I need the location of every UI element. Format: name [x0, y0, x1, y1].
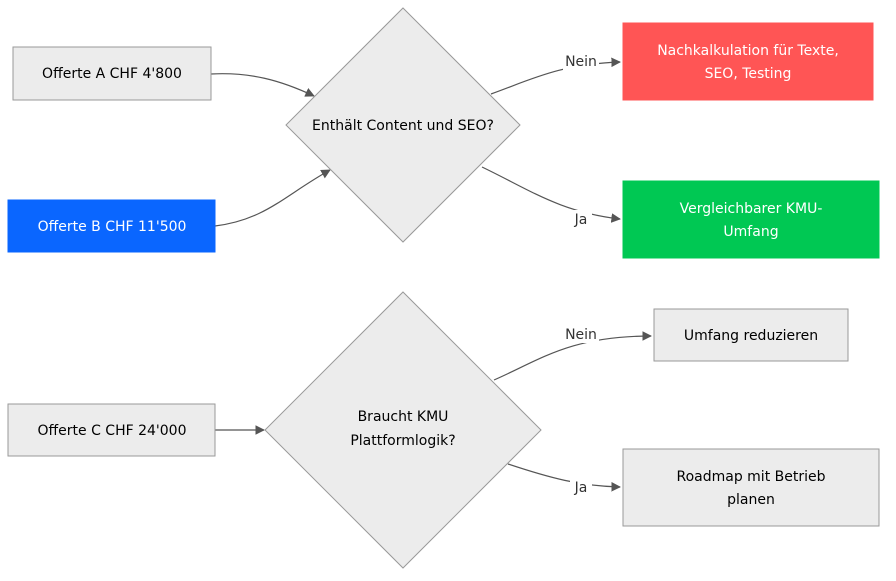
- node-offer-a-label: Offerte A CHF 4'800: [42, 66, 182, 82]
- node-offer-b: Offerte B CHF 11'500: [7, 199, 216, 253]
- node-decision-content-label: Enthält Content und SEO?: [312, 118, 494, 134]
- node-offer-a: Offerte A CHF 4'800: [12, 46, 212, 101]
- node-comparable-label-line-2: Umfang: [723, 224, 778, 240]
- node-decision-platform-label-line-1: Braucht KMU: [358, 409, 449, 425]
- node-reduce: Umfang reduzieren: [653, 308, 849, 362]
- edge-offer-a-to-decision-content: [210, 73, 315, 97]
- node-decision-platform: Braucht KMU Plattformlogik?: [264, 291, 542, 569]
- edge-decision-platform-to-reduce: [493, 331, 652, 381]
- node-roadmap-label-line-2: planen: [727, 492, 775, 508]
- node-offer-c-label: Offerte C CHF 24'000: [37, 423, 186, 439]
- node-roadmap: Roadmap mit Betrieb planen: [622, 448, 880, 527]
- node-recalc-label-line-1: Nachkalkulation für Texte,: [657, 43, 839, 59]
- node-offer-b-label: Offerte B CHF 11'500: [38, 219, 187, 235]
- edge-decision-platform-to-roadmap: [507, 463, 621, 492]
- edge-label-content-yes: Ja: [574, 212, 588, 228]
- node-offer-c: Offerte C CHF 24'000: [7, 403, 216, 457]
- edge-labels: Nein Ja Nein Ja: [563, 52, 599, 496]
- node-recalc-label-line-2: SEO, Testing: [705, 66, 792, 82]
- node-reduce-label: Umfang reduzieren: [684, 328, 818, 344]
- edge-decision-content-to-comparable: [481, 166, 621, 223]
- node-decision-content: Enthält Content und SEO?: [285, 7, 521, 243]
- node-comparable: Vergleichbarer KMU- Umfang: [622, 180, 880, 259]
- node-comparable-label-line-1: Vergleichbarer KMU-: [680, 201, 823, 217]
- edge-label-content-no: Nein: [565, 54, 597, 70]
- edge-label-platform-yes: Ja: [574, 480, 588, 496]
- edge-offer-b-to-decision-content: [214, 169, 331, 227]
- node-decision-platform-label-line-2: Plattformlogik?: [350, 433, 455, 449]
- node-roadmap-label-line-1: Roadmap mit Betrieb: [676, 469, 825, 485]
- edge-label-platform-no: Nein: [565, 327, 597, 343]
- edges: [210, 57, 652, 492]
- node-recalc: Nachkalkulation für Texte, SEO, Testing: [622, 22, 874, 101]
- edge-decision-content-to-recalc: [490, 57, 621, 95]
